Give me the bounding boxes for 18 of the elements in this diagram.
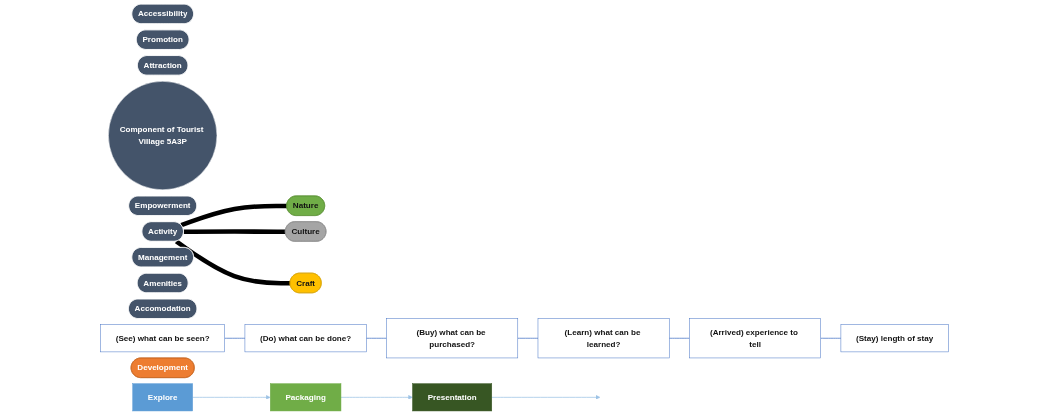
connector bbox=[224, 337, 246, 339]
node-box: (Do) what can be done? bbox=[244, 324, 367, 353]
node-box: (Buy) what can be purchased? bbox=[386, 318, 519, 359]
node-box: Packaging bbox=[270, 383, 342, 412]
connector bbox=[820, 337, 842, 339]
node-circle: Component of Tourist Village 5A3P bbox=[108, 81, 218, 191]
node-box: (See) what can be seen? bbox=[100, 324, 225, 353]
connector bbox=[365, 337, 387, 339]
node-box: Explore bbox=[132, 383, 193, 412]
connector bbox=[180, 203, 287, 228]
connector bbox=[183, 229, 286, 234]
node-box: (Arrived) experience to tell bbox=[689, 318, 821, 359]
connector bbox=[668, 337, 690, 339]
connector bbox=[517, 337, 539, 339]
connector bbox=[175, 239, 291, 286]
node-box: (Learn) what can be learned? bbox=[537, 318, 670, 359]
node-box: Presentation bbox=[412, 383, 492, 412]
node-box: (Stay) length of stay bbox=[840, 324, 949, 353]
